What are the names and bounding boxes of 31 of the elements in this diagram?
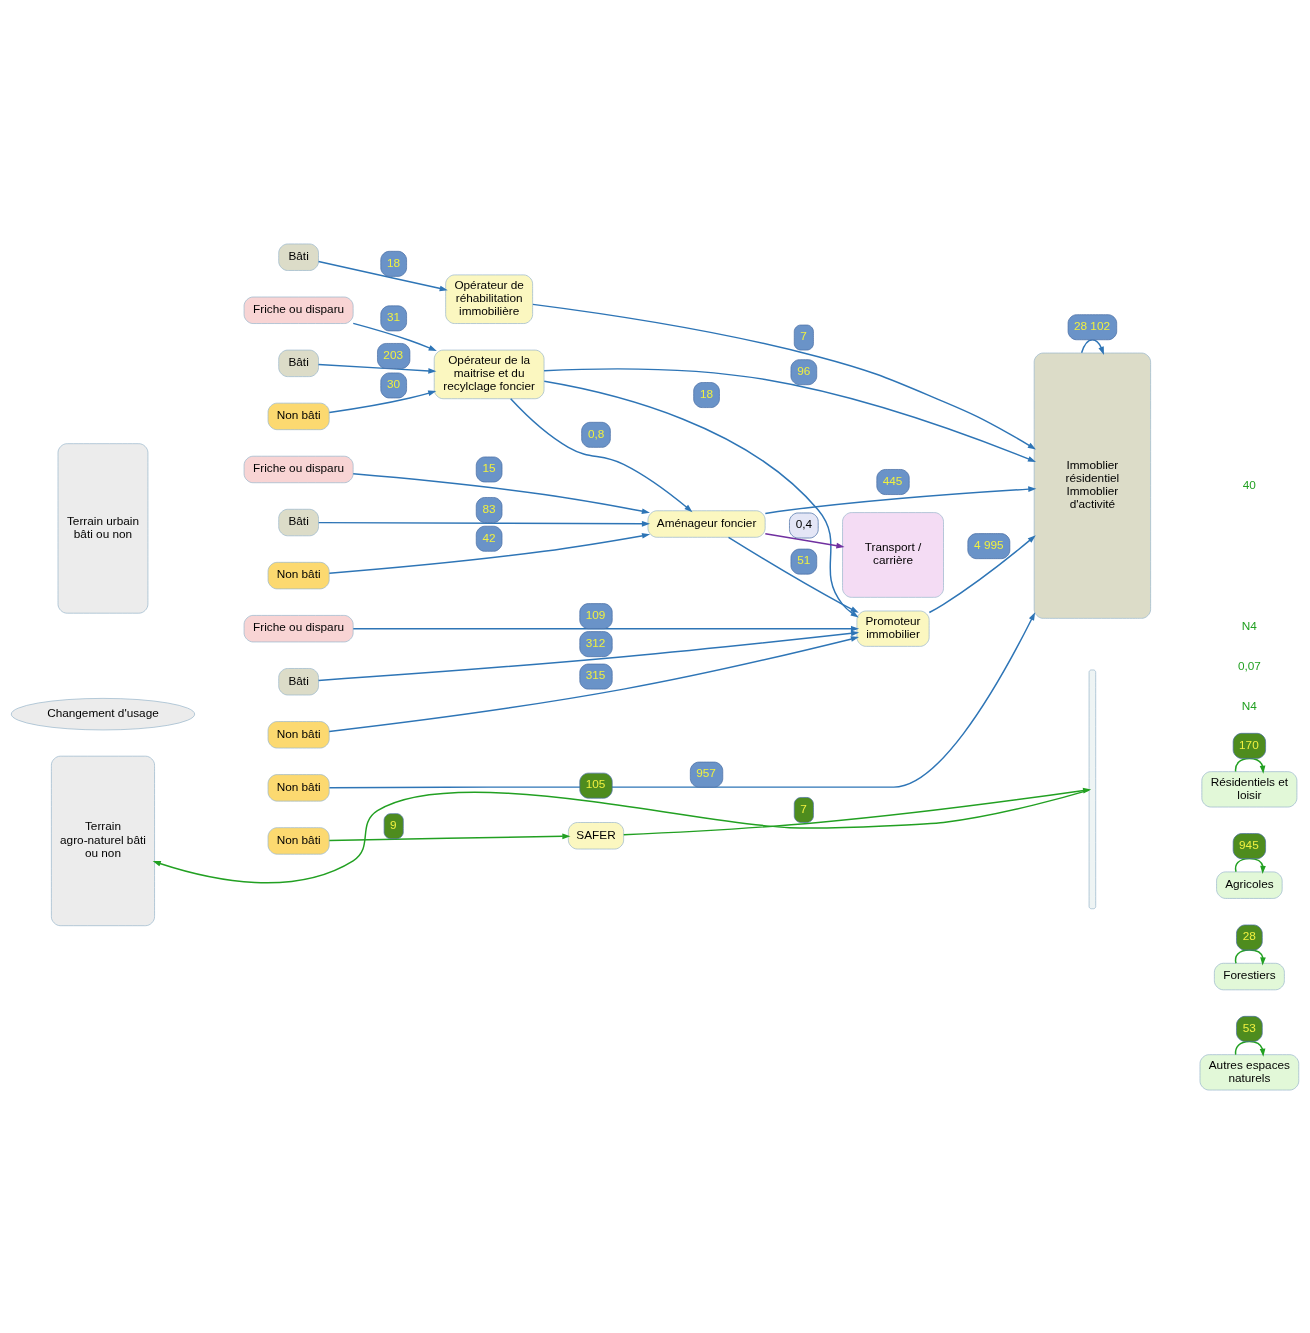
edge-label: 0,4 [795, 516, 813, 530]
edge-label: 105 [585, 776, 606, 790]
edge-label: 7 [800, 328, 807, 342]
edge-label: 18 [387, 255, 401, 269]
edge-label: 30 [387, 376, 401, 390]
label: 0,07 [1237, 658, 1261, 672]
edge-label: 445 [882, 473, 903, 487]
edge-label: 4 995 [974, 537, 1004, 551]
edge-label: 0,8 [587, 426, 605, 440]
edge-label: 315 [585, 667, 606, 681]
edge-label: 83 [482, 501, 496, 515]
edge-label: 203 [383, 347, 404, 361]
edge-label: 109 [585, 607, 606, 621]
edge-label: 28 102 [1073, 318, 1111, 332]
edge-label: 7 [800, 801, 807, 815]
edge-label: 28 [1242, 928, 1256, 942]
edge-label: 96 [797, 363, 811, 377]
edge-label: 51 [797, 552, 811, 566]
label: N4 [1241, 618, 1257, 632]
edge-label: 312 [585, 635, 606, 649]
edge-label: 957 [696, 765, 716, 779]
label: 40 [1242, 476, 1256, 490]
edge-label: 31 [387, 309, 401, 323]
label: N4 [1241, 698, 1257, 712]
edge-label: 42 [482, 530, 496, 544]
edge-label: 9 [390, 817, 397, 831]
edge-label: 18 [699, 386, 714, 400]
edge-label: 170 [1239, 737, 1259, 751]
edge-label: 945 [1239, 837, 1259, 851]
edge-label: 53 [1242, 1020, 1256, 1034]
edge-label: 15 [482, 460, 496, 474]
